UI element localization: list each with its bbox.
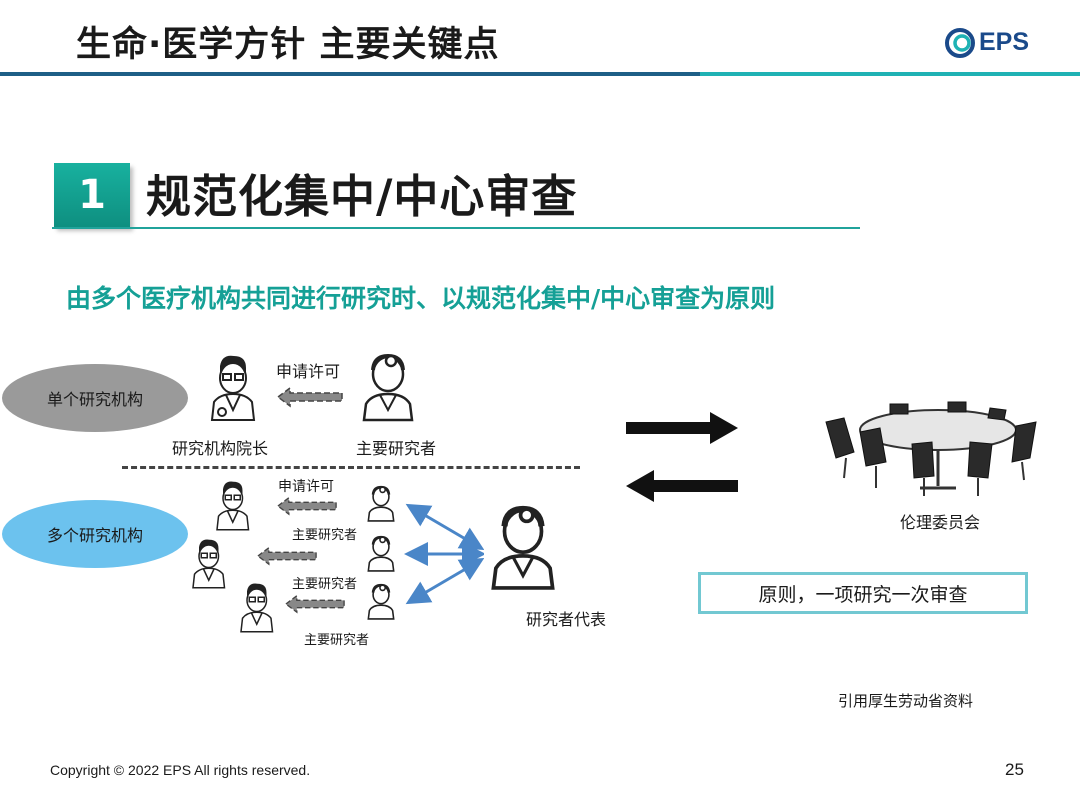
section-title: 规范化集中/中心审查 bbox=[146, 170, 578, 223]
single-apply-label: 申请许可 bbox=[276, 362, 341, 381]
multi-pi-label-3: 主要研究者 bbox=[304, 633, 370, 648]
communication-arrows-icon bbox=[404, 503, 484, 605]
header-rule-dark bbox=[0, 72, 700, 76]
single-institution-oval: 单个研究机构 bbox=[2, 364, 188, 432]
doctor-icon bbox=[192, 539, 226, 589]
arrow-right-icon bbox=[626, 412, 738, 444]
subtitle: 由多个医疗机构共同进行研究时、以规范化集中/中心审查为原则 bbox=[66, 284, 776, 313]
apply-arrow-icon bbox=[276, 496, 337, 516]
single-pi-label: 主要研究者 bbox=[356, 439, 437, 458]
principal-investigator-icon bbox=[362, 353, 414, 422]
principle-box: 原则，一项研究一次审查 bbox=[698, 572, 1028, 614]
logo-text: EPS bbox=[979, 28, 1030, 56]
apply-arrow-icon bbox=[284, 594, 345, 614]
apply-arrow-icon bbox=[256, 546, 317, 566]
multi-institution-oval: 多个研究机构 bbox=[2, 500, 188, 568]
ethics-committee-label: 伦理委员会 bbox=[900, 513, 981, 532]
meeting-table-icon bbox=[825, 401, 1037, 496]
header-rule-light bbox=[700, 72, 1080, 76]
apply-arrow-icon bbox=[276, 386, 343, 408]
multi-pi-label-2: 主要研究者 bbox=[292, 577, 358, 592]
doctor-icon bbox=[240, 583, 274, 633]
representative-researcher-icon bbox=[491, 505, 555, 590]
eps-logo bbox=[945, 28, 975, 58]
multi-pi-label-1: 主要研究者 bbox=[292, 528, 358, 543]
section-underline bbox=[52, 227, 860, 229]
arrow-left-icon bbox=[626, 470, 738, 502]
divider-dashed-line bbox=[122, 466, 580, 469]
doctor-icon bbox=[216, 481, 250, 531]
principal-investigator-icon bbox=[367, 485, 395, 522]
multi-apply-label: 申请许可 bbox=[278, 479, 334, 495]
representative-label: 研究者代表 bbox=[526, 610, 607, 629]
principal-investigator-icon bbox=[367, 535, 395, 572]
principal-investigator-icon bbox=[367, 583, 395, 620]
citation: 引用厚生劳动省资料 bbox=[838, 692, 974, 710]
page-number: 25 bbox=[1005, 760, 1024, 779]
director-label: 研究机构院长 bbox=[172, 439, 269, 458]
slide-title: 生命·医学方针 主要关键点 bbox=[76, 25, 500, 65]
doctor-icon bbox=[210, 355, 256, 421]
copyright: Copyright © 2022 EPS All rights reserved… bbox=[50, 762, 311, 778]
section-number-badge: 1 bbox=[54, 163, 130, 227]
